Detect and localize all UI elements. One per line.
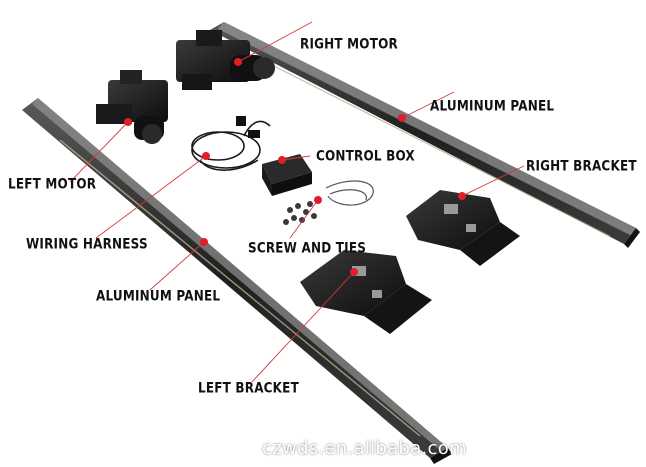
right-motor-part (176, 30, 275, 90)
label-left-bracket: LEFT BRACKET (198, 380, 299, 397)
watermark-text: czwds.en.alibaba.com (262, 438, 467, 459)
pointer-dot-right-bracket (458, 192, 466, 200)
left-bracket-part (300, 250, 432, 334)
label-right-motor: RIGHT MOTOR (300, 36, 398, 53)
left-aluminum-panel (22, 98, 452, 464)
leader-screw-and-ties (289, 199, 319, 239)
right-bracket-part (406, 190, 520, 266)
label-aluminum-panel-left: ALUMINUM PANEL (96, 288, 221, 305)
pointer-dot-aluminum-panel-left (200, 238, 208, 246)
pointer-dot-control-box (278, 156, 286, 164)
label-aluminum-panel-right: ALUMINUM PANEL (430, 98, 555, 115)
pointer-dot-aluminum-panel-right (398, 114, 406, 122)
leader-left-motor (69, 121, 129, 183)
label-screw-and-ties: SCREW AND TIES (248, 240, 367, 257)
leader-left-bracket (251, 271, 355, 383)
label-control-box: CONTROL BOX (316, 148, 415, 165)
leader-right-bracket (461, 165, 525, 197)
control-box-part (262, 154, 312, 196)
label-wiring-harness: WIRING HARNESS (26, 236, 148, 253)
leader-wiring-harness (95, 155, 207, 239)
pointer-dots (124, 58, 466, 276)
pointer-dot-screw-and-ties (314, 196, 322, 204)
leader-right-motor (237, 21, 313, 63)
pointer-dot-left-motor (124, 118, 132, 126)
pointer-dot-right-motor (234, 58, 242, 66)
pointer-dot-wiring-harness (202, 152, 210, 160)
pointer-dot-left-bracket (350, 268, 358, 276)
leader-lines (69, 21, 525, 383)
right-aluminum-panel (210, 22, 640, 248)
screw-and-ties-part (283, 180, 374, 225)
leader-aluminum-panel-left (149, 241, 205, 291)
wiring-harness-part (191, 116, 271, 171)
leader-control-box (281, 155, 311, 161)
left-motor-part (96, 70, 168, 144)
label-right-bracket: RIGHT BRACKET (526, 158, 637, 175)
label-left-motor: LEFT MOTOR (8, 176, 97, 193)
leader-aluminum-panel-right (401, 91, 455, 119)
